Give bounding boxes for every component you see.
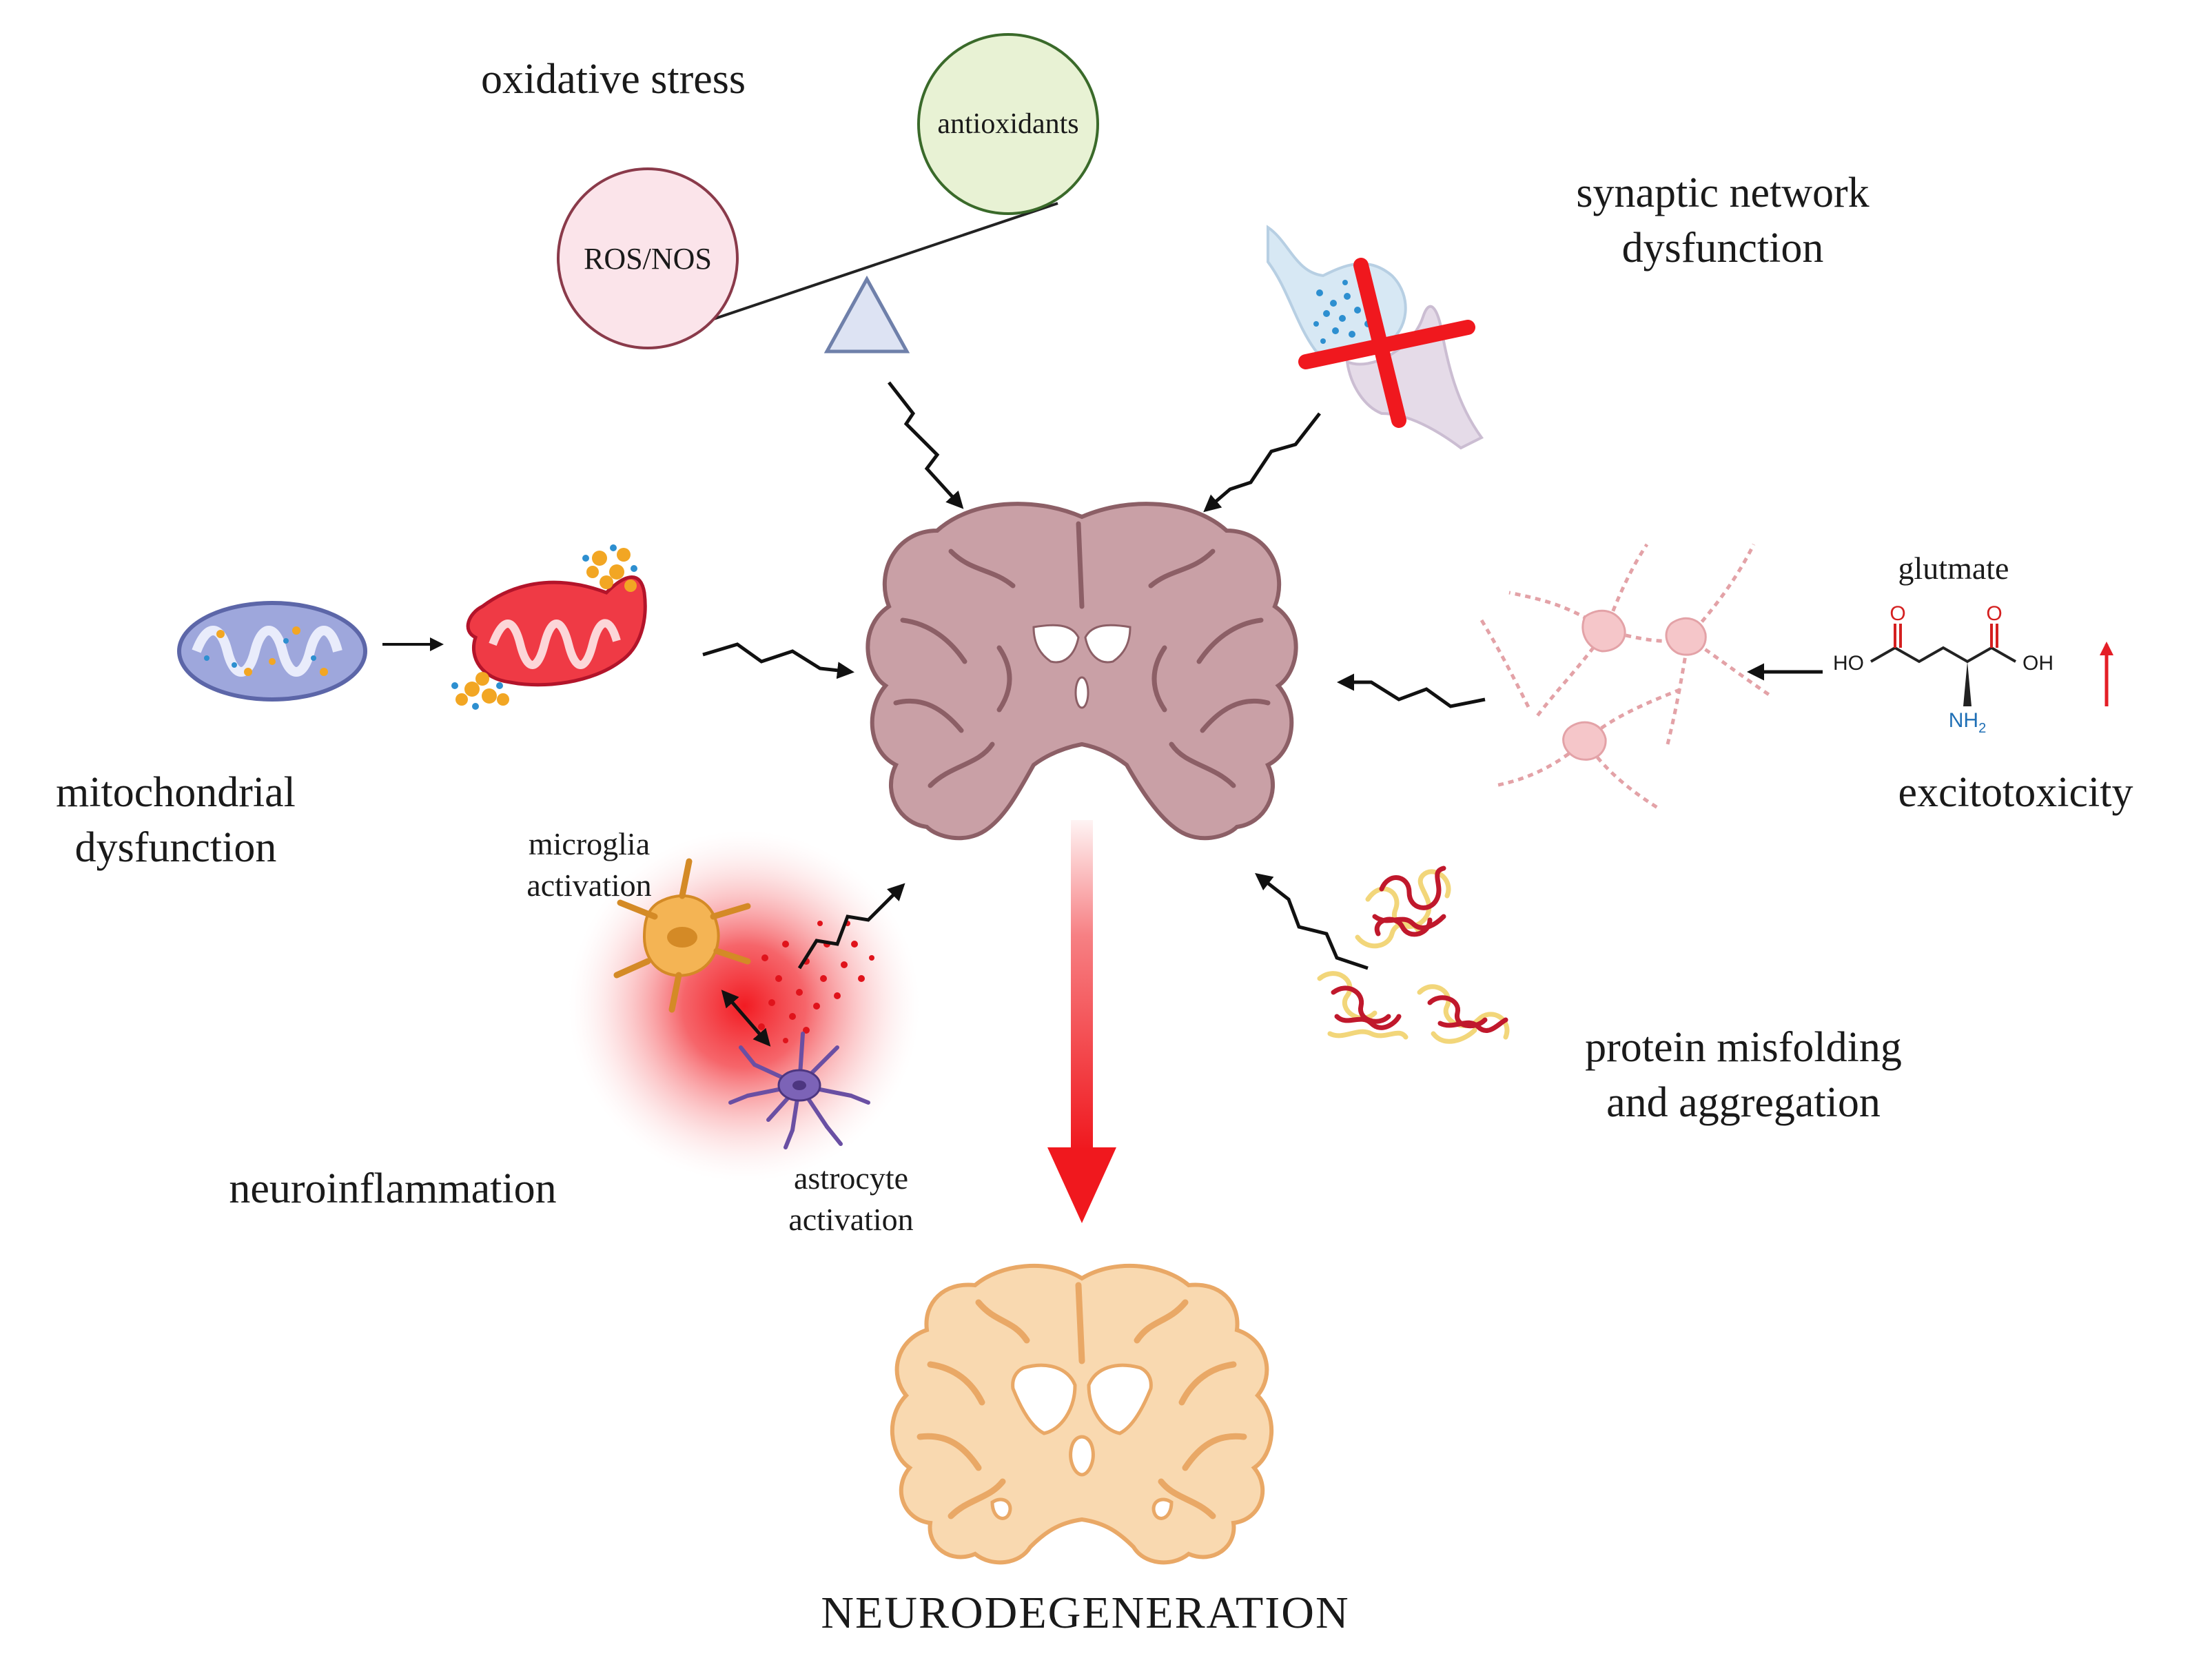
synaptic-dysfunction-group: synaptic network dysfunction (1267, 170, 1870, 450)
oxidative-stress-group: oxidative stress ROS/NOS antioxidants (481, 33, 1099, 354)
antioxidants-circle (917, 33, 1099, 215)
glutamate-ho: HO (1833, 652, 1864, 675)
inflammation-to-brain-arrow (797, 883, 905, 970)
neuroinflammation-label: neuroinflammation (229, 1165, 556, 1212)
enlarged-ventricles (990, 1363, 1174, 1520)
protein-aggregate-icon (1317, 866, 1510, 1044)
oxidative-to-brain-arrow (888, 381, 964, 509)
excitotoxicity-label: excitotoxicity (1898, 769, 2133, 816)
antioxidants-label: antioxidants (937, 108, 1078, 140)
glutamate-oh: OH (2022, 652, 2054, 675)
cross-stroke-2 (1353, 258, 1406, 428)
neuron-network-icon (1479, 543, 1772, 812)
mito-label-line2: dysfunction (75, 824, 277, 871)
fulcrum-triangle (823, 275, 910, 354)
progression-arrow-head (1047, 1147, 1116, 1223)
progression-arrow-shaft (1071, 820, 1093, 1151)
glutamate-nh2: NH2 (1949, 709, 1986, 736)
excitotoxicity-group: glutmate O O HO OH NH2 excitotoxicity (1479, 543, 2133, 816)
neuroinflammation-group: microglia activation (229, 826, 920, 1237)
ros-nos-label: ROS/NOS (584, 242, 712, 276)
synaptic-label-line2: dysfunction (1622, 225, 1824, 272)
mito-label-line1: mitochondrial (56, 769, 296, 816)
astrocyte-label-line2: activation (788, 1202, 913, 1237)
protein-misfolding-group: protein misfolding and aggregation (1317, 866, 1902, 1126)
glutamate-o-right: O (1986, 602, 2002, 625)
glutmate-label: glutmate (1898, 551, 2009, 586)
zigzag-arrows (702, 381, 1486, 970)
microglia-icon (613, 858, 751, 1013)
progression-arrow (1047, 820, 1116, 1223)
synapse-blocked-icon (1267, 225, 1484, 450)
protein-to-brain-arrow (1255, 872, 1369, 970)
healthy-mitochondrion-icon (177, 601, 367, 702)
brain-outline (866, 502, 1298, 841)
glutamate-o-left: O (1890, 602, 1905, 625)
balance-scale-icon: ROS/NOS antioxidants (557, 33, 1099, 354)
protein-label-line2: and aggregation (1606, 1079, 1881, 1126)
astrocyte-icon (728, 1032, 870, 1149)
protein-label-line1: protein misfolding (1585, 1024, 1902, 1071)
excitotoxicity-to-brain-arrow (1337, 673, 1486, 708)
degenerated-brain-outline (890, 1263, 1273, 1565)
mito-to-brain-arrow (702, 642, 854, 679)
microglia-label-line1: microglia (529, 826, 650, 861)
microglia-label-line2: activation (526, 868, 651, 903)
ros-nos-circle (557, 167, 739, 349)
neurodegeneration-label: NEURODEGENERATION (821, 1588, 1349, 1638)
mitochondrial-dysfunction-group: mitochondrial dysfunction (56, 544, 647, 871)
oxidative-stress-label: oxidative stress (481, 56, 746, 103)
brain-ventricles (1032, 624, 1131, 709)
degenerated-gyri (916, 1282, 1247, 1519)
glutamate-molecule-icon: O O HO OH NH2 (1833, 602, 2054, 736)
healthy-brain-icon (866, 502, 1298, 841)
degenerated-brain-icon (890, 1263, 1273, 1565)
astrocyte-label-line1: astrocyte (794, 1160, 908, 1196)
microglia-astrocyte-arrow (721, 990, 771, 1047)
brain-gyri (893, 521, 1271, 788)
synapse-to-brain-arrow (1203, 412, 1321, 513)
damaged-mitochondrion-icon (451, 544, 647, 710)
synaptic-label-line1: synaptic network (1576, 170, 1869, 216)
